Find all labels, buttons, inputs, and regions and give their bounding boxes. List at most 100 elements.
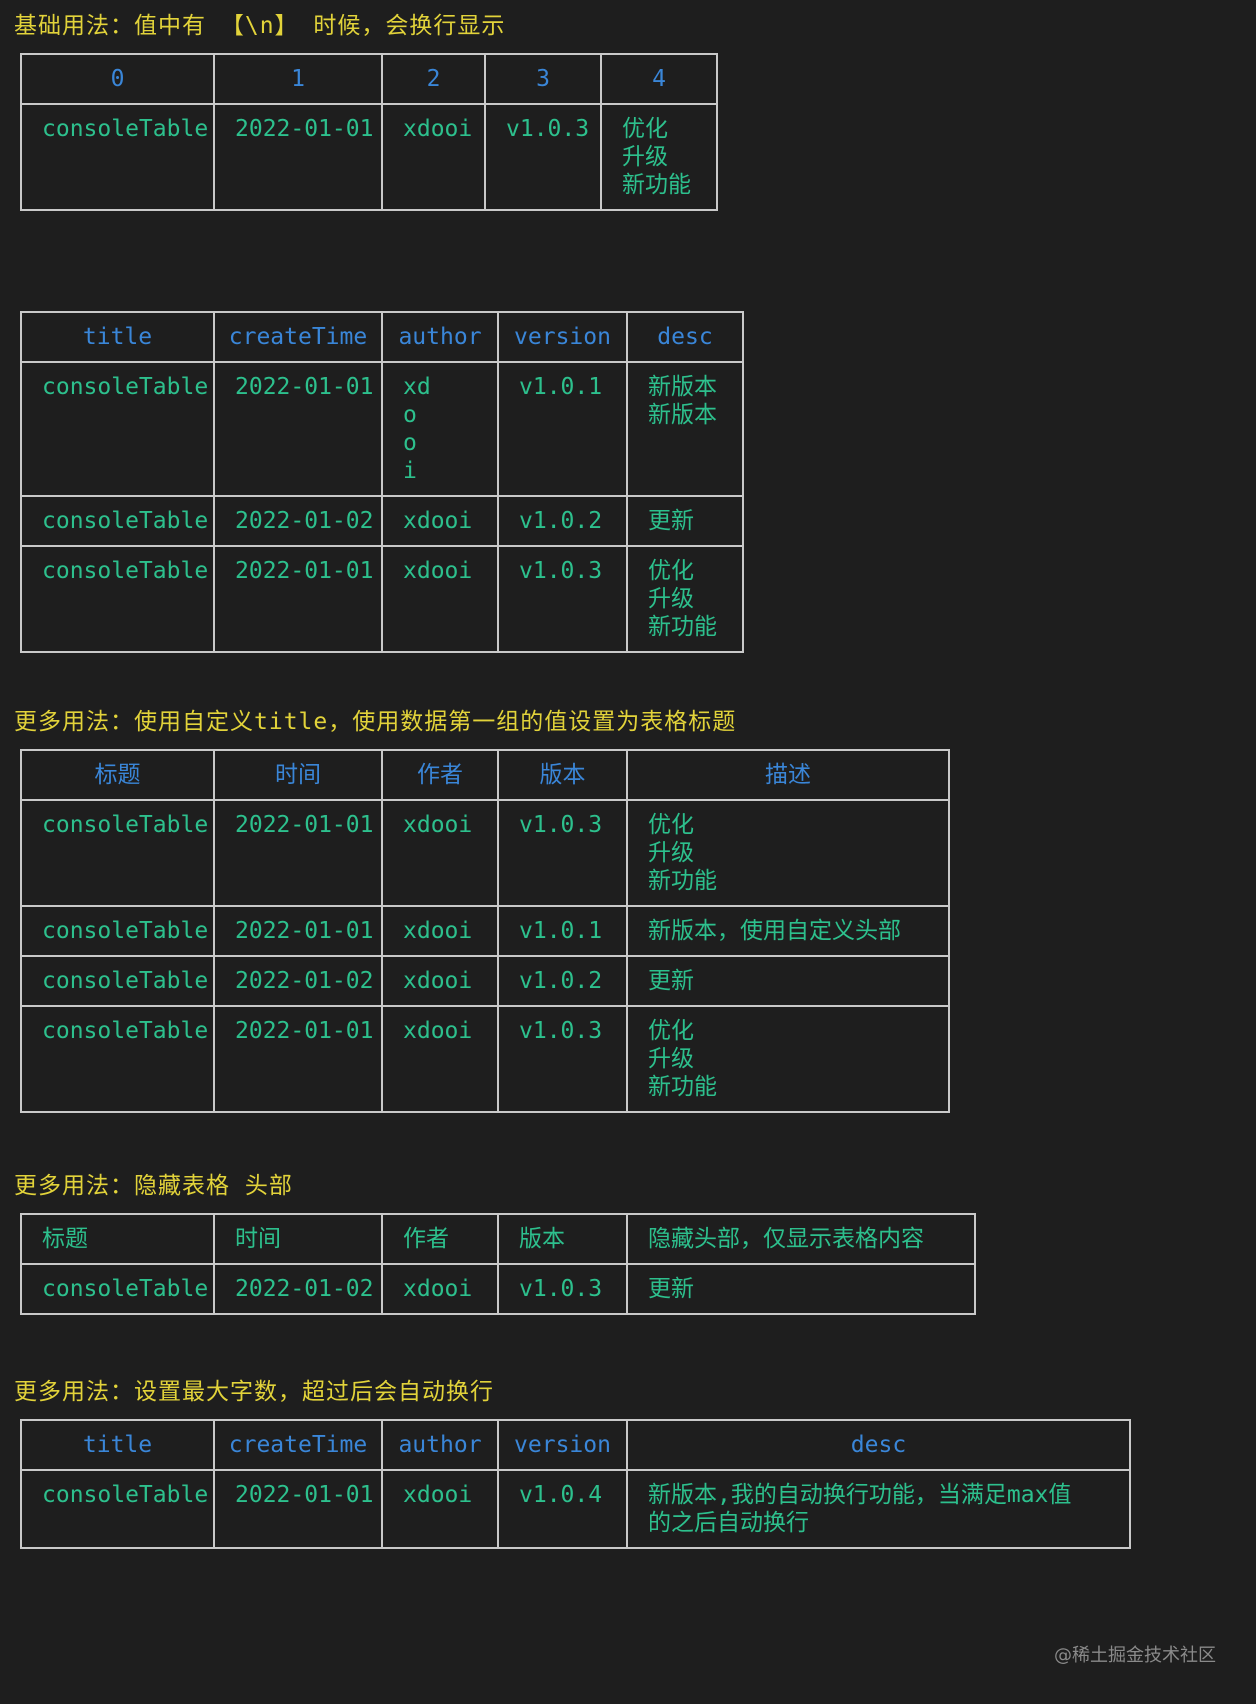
table-cell: xdooi <box>381 905 499 957</box>
table-row: consoleTable 2022-01-02 xdooi v1.0.2 更新 <box>20 955 950 1007</box>
header-cell: 3 <box>484 53 602 105</box>
table-row: 标题 时间 作者 版本 隐藏头部，仅显示表格内容 <box>20 1213 976 1265</box>
table-cell: v1.0.4 <box>497 1469 628 1549</box>
header-cell: desc <box>626 1419 1131 1471</box>
table-cell: 更新 <box>626 495 744 547</box>
table-header-row: 0 1 2 3 4 <box>20 53 718 105</box>
table-cell: 更新 <box>626 1263 976 1315</box>
table-cell: 新版本 新版本 <box>626 361 744 497</box>
table-cell: v1.0.2 <box>497 495 628 547</box>
table-cell: 时间 <box>213 1213 383 1265</box>
table-cell: 优化 升级 新功能 <box>626 1005 950 1113</box>
header-cell: title <box>20 311 215 363</box>
table-cell: xdooi <box>381 1005 499 1113</box>
table-max-width: title createTime author version desc con… <box>20 1419 1131 1549</box>
header-cell: 描述 <box>626 749 950 801</box>
table-cell: 隐藏头部，仅显示表格内容 <box>626 1213 976 1265</box>
table-cell: 2022-01-01 <box>213 799 383 907</box>
table-cell: v1.0.1 <box>497 905 628 957</box>
header-cell: 作者 <box>381 749 499 801</box>
header-cell: version <box>497 1419 628 1471</box>
header-cell: version <box>497 311 628 363</box>
header-cell: title <box>20 1419 215 1471</box>
table-cell: consoleTable <box>20 1005 215 1113</box>
table-cell: 2022-01-01 <box>213 361 383 497</box>
header-cell: desc <box>626 311 744 363</box>
header-cell: author <box>381 1419 499 1471</box>
table-cell: 2022-01-02 <box>213 1263 383 1315</box>
table-cell: xdooi <box>381 495 499 547</box>
table-cell: xdooi <box>381 545 499 653</box>
table-cell: v1.0.3 <box>497 1263 628 1315</box>
section-heading-hide-header: 更多用法：隐藏表格 头部 <box>14 1173 293 1199</box>
table-header-row: title createTime author version desc <box>20 1419 1131 1471</box>
table-row: consoleTable 2022-01-01 xdooi v1.0.3 优化 … <box>20 545 744 653</box>
table-cell: 更新 <box>626 955 950 1007</box>
table-cell: xd o o i <box>381 361 499 497</box>
table-cell: v1.0.3 <box>497 1005 628 1113</box>
table-cell: v1.0.3 <box>497 799 628 907</box>
table-cell: 版本 <box>497 1213 628 1265</box>
table-cell: v1.0.3 <box>497 545 628 653</box>
table-row: consoleTable 2022-01-01 xdooi v1.0.3 优化 … <box>20 1005 950 1113</box>
header-cell: 1 <box>213 53 383 105</box>
table-row: consoleTable 2022-01-02 xdooi v1.0.2 更新 <box>20 495 744 547</box>
table-cell: v1.0.2 <box>497 955 628 1007</box>
header-cell: 0 <box>20 53 215 105</box>
header-cell: createTime <box>213 311 383 363</box>
table-cell: xdooi <box>381 103 486 211</box>
table-cell: 2022-01-02 <box>213 955 383 1007</box>
table-cell: consoleTable <box>20 545 215 653</box>
header-cell: 版本 <box>497 749 628 801</box>
table-cell: xdooi <box>381 1263 499 1315</box>
table-row: consoleTable 2022-01-01 xdooi v1.0.3 优化 … <box>20 799 950 907</box>
table-row: consoleTable 2022-01-01 xd o o i v1.0.1 … <box>20 361 744 497</box>
table-cell: consoleTable <box>20 361 215 497</box>
table-cell: 2022-01-01 <box>213 103 383 211</box>
table-cell: consoleTable <box>20 1469 215 1549</box>
header-cell: 4 <box>600 53 718 105</box>
table-cell: consoleTable <box>20 495 215 547</box>
table-row: consoleTable 2022-01-01 xdooi v1.0.1 新版本… <box>20 905 950 957</box>
table-custom-title: 标题 时间 作者 版本 描述 consoleTable 2022-01-01 x… <box>20 749 950 1113</box>
table-cell: 优化 升级 新功能 <box>600 103 718 211</box>
table-basic-index: 0 1 2 3 4 consoleTable 2022-01-01 xdooi … <box>20 53 718 211</box>
table-cell: 新版本，使用自定义头部 <box>626 905 950 957</box>
table-cell: xdooi <box>381 1469 499 1549</box>
section-heading-basic: 基础用法：值中有 【\n】 时候，会换行显示 <box>14 13 506 39</box>
table-row: consoleTable 2022-01-01 xdooi v1.0.4 新版本… <box>20 1469 1131 1549</box>
header-cell: 时间 <box>213 749 383 801</box>
table-basic-named: title createTime author version desc con… <box>20 311 744 653</box>
table-cell: 2022-01-01 <box>213 545 383 653</box>
table-hide-header: 标题 时间 作者 版本 隐藏头部，仅显示表格内容 consoleTable 20… <box>20 1213 976 1315</box>
table-cell: xdooi <box>381 955 499 1007</box>
section-heading-custom-title: 更多用法：使用自定义title，使用数据第一组的值设置为表格标题 <box>14 709 737 735</box>
header-cell: 标题 <box>20 749 215 801</box>
table-cell: v1.0.3 <box>484 103 602 211</box>
table-row: consoleTable 2022-01-01 xdooi v1.0.3 优化 … <box>20 103 718 211</box>
table-cell: xdooi <box>381 799 499 907</box>
table-cell: consoleTable <box>20 799 215 907</box>
header-cell: createTime <box>213 1419 383 1471</box>
table-cell: 2022-01-02 <box>213 495 383 547</box>
table-cell: consoleTable <box>20 905 215 957</box>
watermark-text: @稀土掘金技术社区 <box>1054 1645 1216 1666</box>
table-cell: 标题 <box>20 1213 215 1265</box>
table-cell: consoleTable <box>20 955 215 1007</box>
table-cell: 优化 升级 新功能 <box>626 799 950 907</box>
table-cell: v1.0.1 <box>497 361 628 497</box>
table-cell: 2022-01-01 <box>213 905 383 957</box>
table-cell: 2022-01-01 <box>213 1469 383 1549</box>
table-cell: consoleTable <box>20 1263 215 1315</box>
table-cell: 新版本,我的自动换行功能，当满足max值 的之后自动换行 <box>626 1469 1131 1549</box>
table-cell: 2022-01-01 <box>213 1005 383 1113</box>
section-heading-max-width: 更多用法：设置最大字数，超过后会自动换行 <box>14 1379 494 1405</box>
table-cell: 优化 升级 新功能 <box>626 545 744 653</box>
table-header-row: title createTime author version desc <box>20 311 744 363</box>
table-header-row: 标题 时间 作者 版本 描述 <box>20 749 950 801</box>
header-cell: 2 <box>381 53 486 105</box>
table-cell: consoleTable <box>20 103 215 211</box>
header-cell: author <box>381 311 499 363</box>
table-cell: 作者 <box>381 1213 499 1265</box>
table-row: consoleTable 2022-01-02 xdooi v1.0.3 更新 <box>20 1263 976 1315</box>
